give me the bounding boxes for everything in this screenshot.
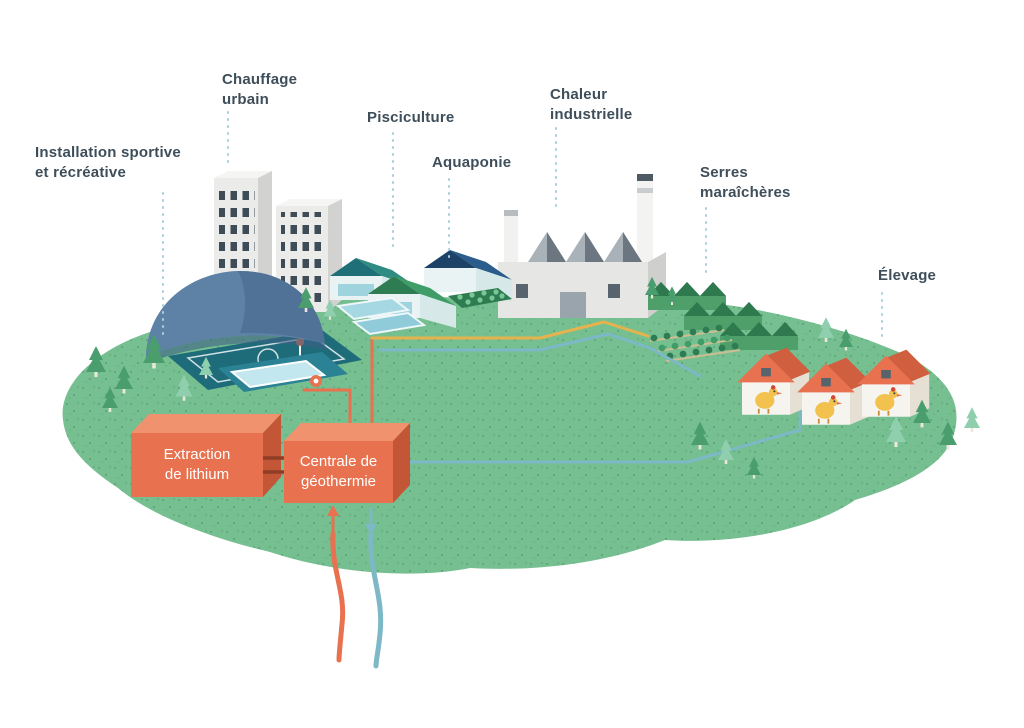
label-extraction-lithium: Extraction de lithium (163, 446, 231, 483)
lithium-extraction-box (131, 414, 281, 497)
label-installation-sportive: Installation sportive et récréative (35, 144, 181, 182)
box-connector-pipes (263, 456, 284, 474)
label-serres-maraicheres: Serres maraîchères (700, 164, 791, 202)
label-pisciculture: Pisciculture (367, 109, 455, 126)
heat-network-pipes (302, 320, 802, 464)
label-elevage: Élevage (878, 267, 937, 284)
swimming-pool (229, 359, 327, 389)
leader-lines (162, 111, 883, 337)
factory (498, 174, 666, 318)
crop-rows (649, 324, 741, 362)
label-chauffage-urbain: Chauffage urbain (222, 71, 298, 109)
label-aquaponie: Aquaponie (432, 154, 512, 171)
label-centrale-geothermie: Centrale de géothermie (299, 453, 378, 490)
fish-pond (351, 311, 427, 336)
label-chaleur-industrielle: Chaleur industrielle (550, 86, 633, 124)
arrow-up-icon (327, 505, 339, 532)
aquaponics-bed (448, 288, 512, 308)
geothermal-well-pipes (330, 531, 384, 669)
fish-pond (335, 296, 411, 321)
arrow-down-icon (365, 508, 377, 535)
lifebuoy-icon (310, 375, 322, 387)
geothermal-plant-box (284, 423, 410, 503)
fish-farm-greenhouses (330, 250, 512, 336)
flow-arrows (327, 505, 377, 535)
sports-dome (146, 270, 362, 392)
